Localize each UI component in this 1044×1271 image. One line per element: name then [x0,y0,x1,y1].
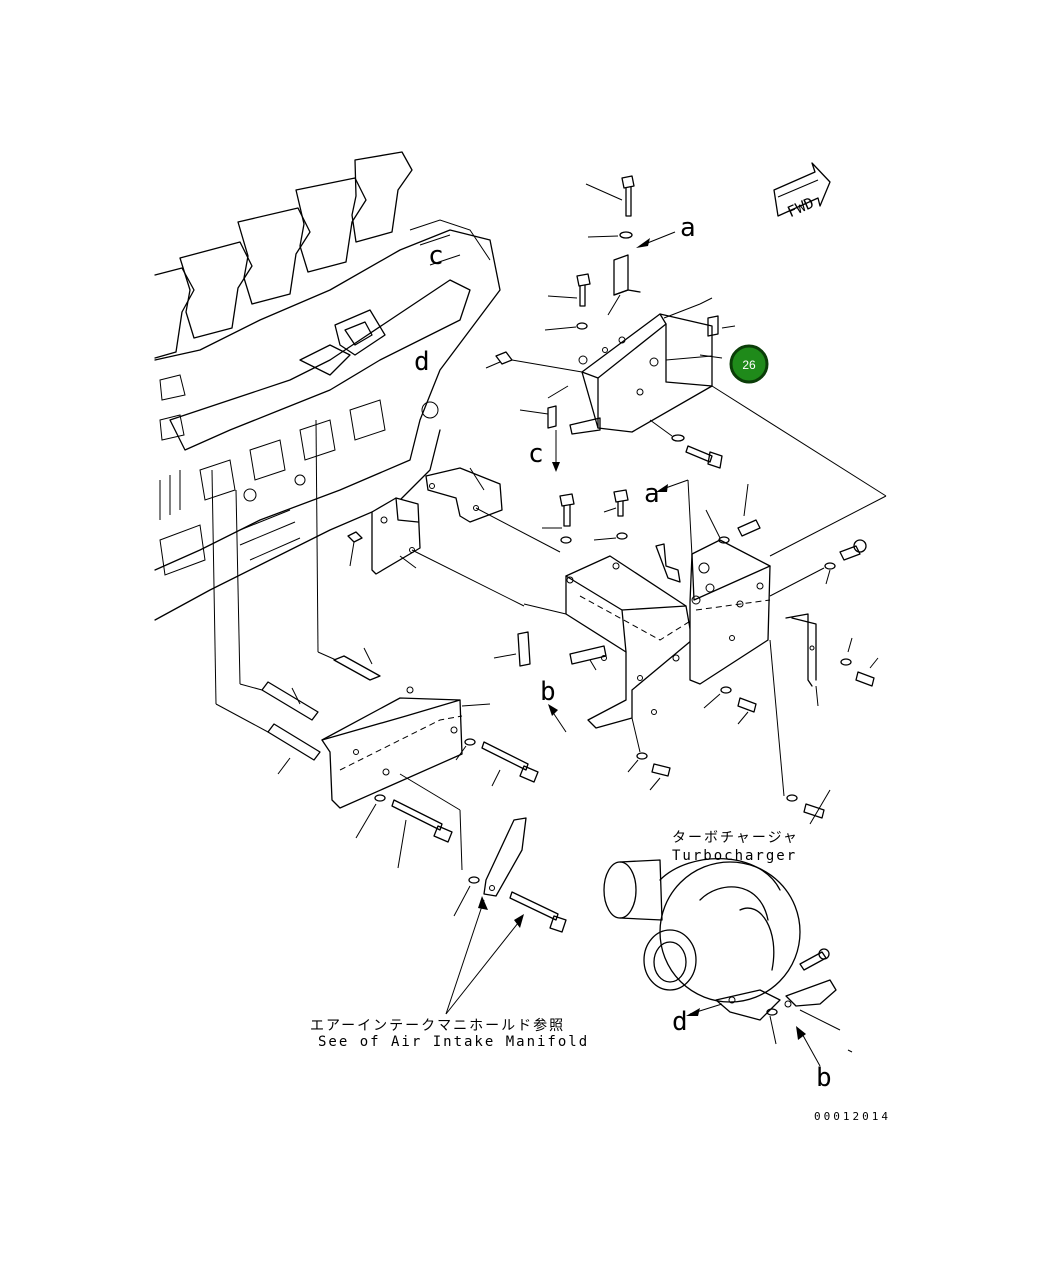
label-a-mid: a [644,479,660,509]
label-b-bottom: b [816,1063,832,1093]
turbocharger-drawing [603,857,853,1067]
label-d-top: d [414,347,430,377]
air-intake-note-jp: エアーインテークマニホールド参照 [310,1017,565,1034]
callout-number: 26 [742,358,756,372]
engine-block [154,151,501,621]
fwd-arrow-icon: FWD [773,162,831,221]
label-a-top: a [680,213,696,243]
callout-badge[interactable]: 26 [729,344,769,384]
label-c-top: c [428,241,444,271]
label-d-bottom: d [672,1007,688,1037]
lower-left-assembly [211,419,539,871]
label-c-mid: c [528,439,544,469]
turbocharger-label-en: Turbocharger [672,848,797,864]
intake-bracket [445,817,567,1015]
label-b-mid: b [540,677,556,707]
drawing-number: 00012014 [814,1110,891,1123]
upper-shield-assembly [485,175,887,557]
turbocharger-label-jp: ターボチャージャ [672,830,799,846]
air-intake-note-en: See of Air Intake Manifold [318,1034,589,1050]
brackets [347,467,561,607]
fwd-label: FWD [785,194,817,221]
lower-shield-assembly [493,479,879,825]
